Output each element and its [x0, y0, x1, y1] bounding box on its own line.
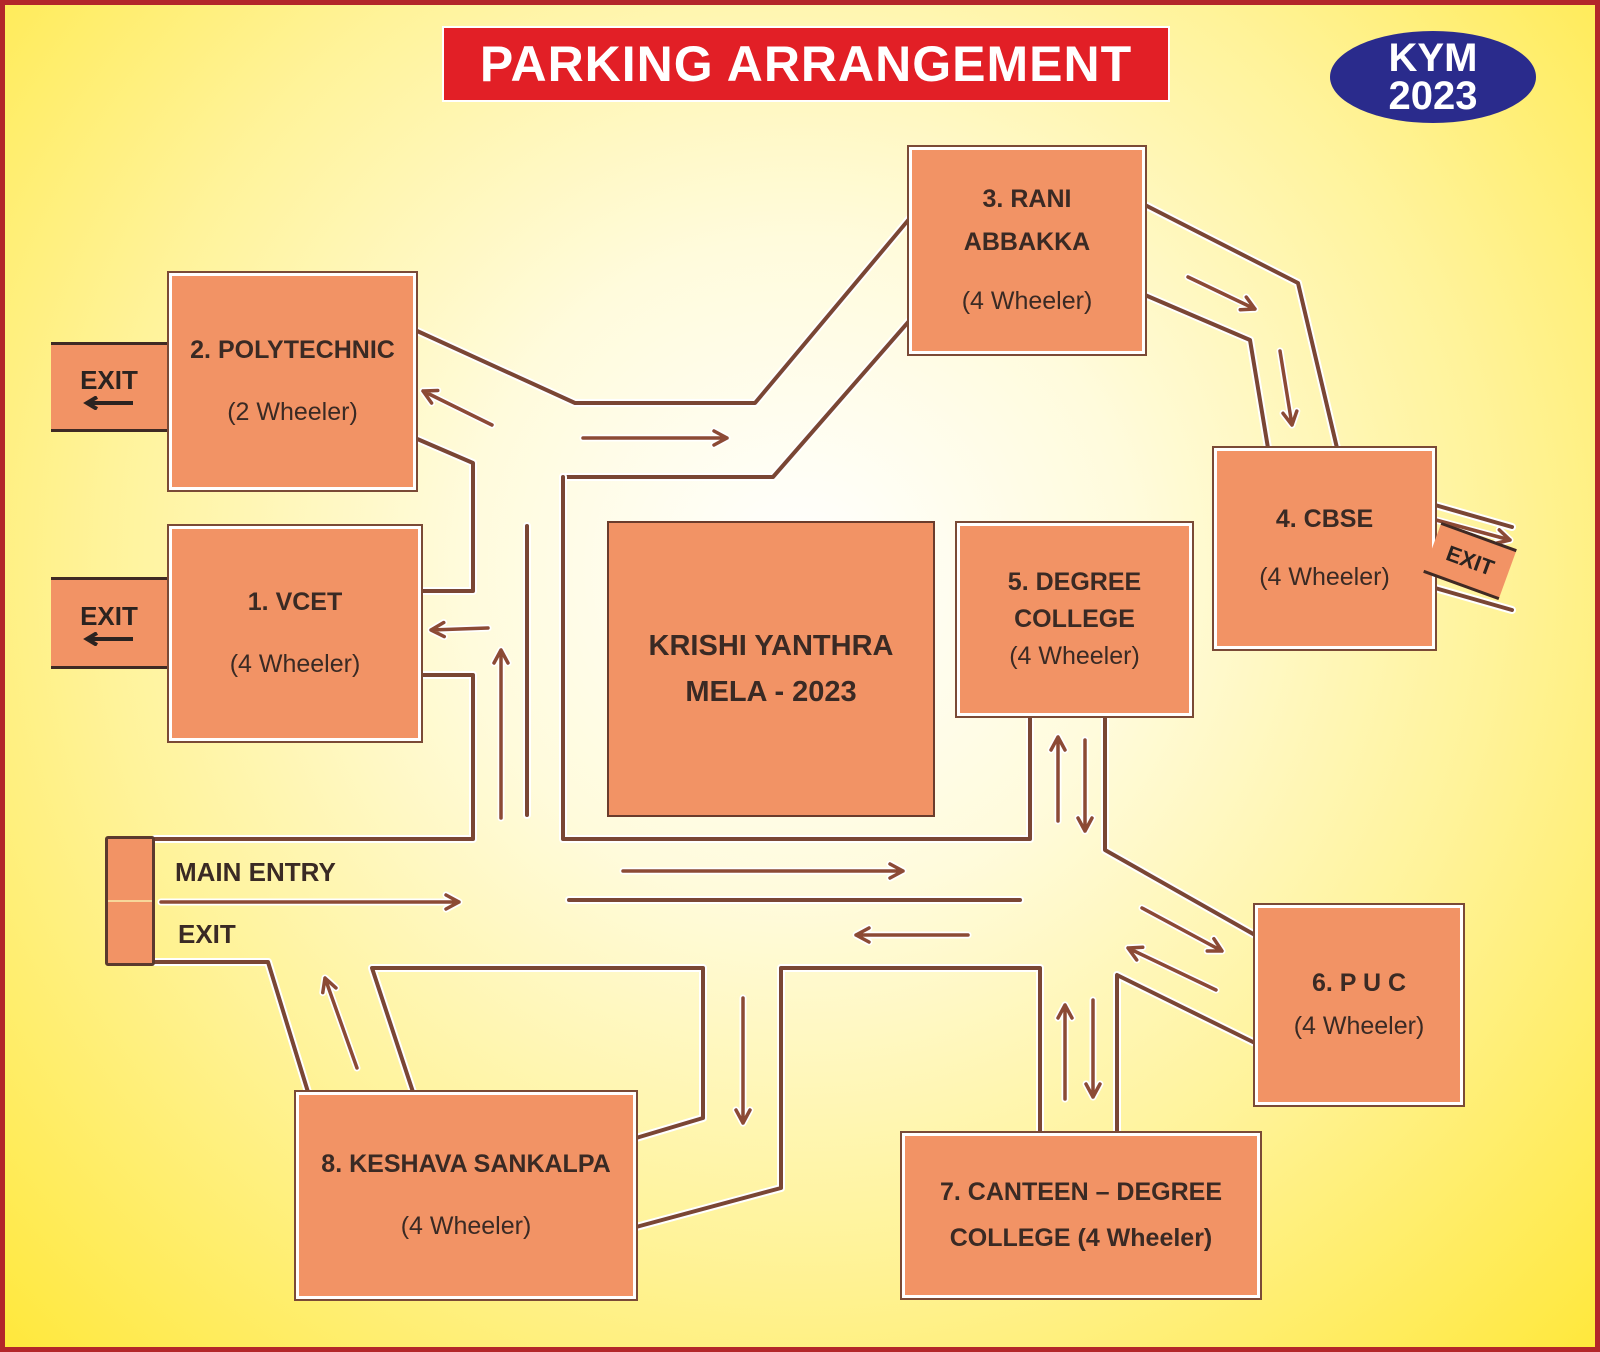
- venue-line1: KRISHI YANTHRA: [648, 629, 894, 662]
- venue-krishi-yanthra-mela: KRISHI YANTHRA MELA - 2023: [607, 521, 935, 817]
- arrow-left-icon: [83, 395, 133, 410]
- main-entry-label: MAIN ENTRY: [175, 857, 336, 887]
- lot-title: 3. RANI: [982, 184, 1072, 213]
- venue-line2: MELA - 2023: [685, 676, 857, 708]
- road-segment: [1115, 973, 1257, 1135]
- direction-arrow-icon: [579, 427, 731, 449]
- lot-title: 4. CBSE: [1275, 505, 1374, 534]
- lot-vcet: 1. VCET (4 Wheeler): [167, 524, 423, 743]
- exit-label: EXIT: [80, 600, 138, 631]
- road-segment: [1141, 291, 1272, 452]
- direction-arrow-icon: [1047, 733, 1069, 825]
- lot-vehicle: (4 Wheeler): [961, 287, 1093, 316]
- lot-title-line2: ABBAKKA: [963, 227, 1091, 256]
- lot-vehicle: (4 Wheeler): [229, 649, 361, 678]
- road-segment: [1433, 586, 1514, 612]
- road-segment: [1143, 293, 1270, 450]
- lot-title-line2: COLLEGE (4 Wheeler): [949, 1223, 1213, 1252]
- lot-canteen-degree-college: 7. CANTEEN – DEGREE COLLEGE (4 Wheeler): [900, 1131, 1262, 1300]
- direction-arrow-icon: [1138, 904, 1226, 955]
- road-segment: [153, 960, 310, 1094]
- direction-arrow-icon: [427, 619, 492, 641]
- traffic-arrows: [157, 273, 1514, 1127]
- lot-cbse: 4. CBSE (4 Wheeler): [1212, 446, 1437, 651]
- road-segment: [413, 436, 475, 593]
- main-entry-gate: [105, 836, 155, 966]
- lot-title: 7. CANTEEN – DEGREE: [939, 1178, 1223, 1207]
- direction-arrow-icon: [852, 924, 972, 946]
- direction-arrow-icon: [319, 974, 361, 1072]
- badge-line1: KYM: [1388, 36, 1478, 80]
- exit-label: EXIT: [80, 364, 138, 395]
- road-segment: [561, 475, 1032, 841]
- direction-arrow-icon: [1276, 347, 1301, 429]
- road-segment: [151, 958, 312, 1096]
- lot-rani-abbakka: 3. RANI ABBAKKA (4 Wheeler): [907, 145, 1147, 356]
- road-network: [151, 201, 1516, 1231]
- lot-title: 2. POLYTECHNIC: [190, 336, 395, 365]
- direction-arrow-icon: [1074, 736, 1096, 835]
- direction-arrow-icon: [732, 994, 754, 1127]
- road-segment: [413, 216, 912, 405]
- direction-arrow-icon: [619, 860, 907, 882]
- lot-degree-college: 5. DEGREE COLLEGE (4 Wheeler): [955, 521, 1194, 718]
- lot-vehicle: (4 Wheeler): [400, 1211, 532, 1240]
- direction-arrow-icon: [419, 386, 496, 429]
- road-segment: [559, 316, 914, 481]
- lot-vehicle: (4 Wheeler): [1293, 1012, 1425, 1040]
- direction-arrow-icon: [490, 646, 512, 822]
- roads: [151, 201, 1516, 1231]
- road-segment: [411, 214, 914, 407]
- kym-badge: KYM 2023: [1330, 31, 1536, 123]
- lot-vehicle: (2 Wheeler): [227, 397, 358, 426]
- road-segment: [1101, 712, 1259, 939]
- lot-title-line2: COLLEGE: [1014, 604, 1135, 633]
- exit-sign-vcet: EXIT: [51, 577, 167, 669]
- road-segment: [634, 966, 1042, 1229]
- lot-title: 5. DEGREE: [1007, 567, 1142, 596]
- lot-title: 8. KESHAVA SANKALPA: [321, 1150, 611, 1179]
- main-exit-label: EXIT: [178, 919, 236, 949]
- road-segment: [1143, 203, 1339, 450]
- lot-vehicle: (4 Wheeler): [1009, 642, 1140, 671]
- road-segment: [370, 966, 705, 1140]
- direction-arrow-icon: [1432, 516, 1514, 547]
- road-segment: [1113, 971, 1259, 1137]
- arrow-left-icon: [83, 631, 133, 646]
- direction-arrow-icon: [1124, 943, 1220, 994]
- lot-title-full: 6. P U C: [1311, 968, 1407, 997]
- lot-puc: 6. 6. P U C (4 Wheeler): [1253, 903, 1465, 1107]
- road-segment: [561, 318, 912, 479]
- direction-arrow-icon: [157, 891, 463, 913]
- direction-arrow-icon: [1184, 273, 1259, 314]
- badge-line2: 2023: [1388, 74, 1478, 118]
- lot-keshava-sankalpa: 8. KESHAVA SANKALPA (4 Wheeler): [294, 1090, 638, 1301]
- page-title: PARKING ARRANGEMENT: [442, 26, 1170, 102]
- direction-arrow-icon: [1082, 996, 1104, 1101]
- exit-sign-polytechnic: EXIT: [51, 342, 167, 432]
- direction-arrow-icon: [1054, 1001, 1076, 1103]
- road-segment: [1103, 714, 1257, 937]
- lot-vehicle: (4 Wheeler): [1259, 562, 1390, 591]
- lot-polytechnic: 2. POLYTECHNIC (2 Wheeler): [167, 271, 418, 492]
- road-segment: [1433, 503, 1514, 529]
- lot-title: 1. VCET: [247, 588, 343, 617]
- road-segment: [153, 673, 475, 841]
